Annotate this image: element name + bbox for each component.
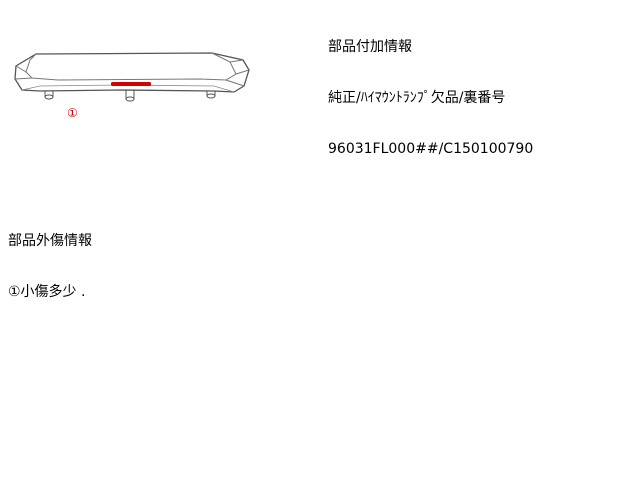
part-info-block: 部品付加情報 純正/ﾊｲﾏｳﾝﾄﾗﾝﾌﾟ欠品/裏番号 96031FL000##/…: [328, 5, 533, 175]
spoiler-illustration: [14, 52, 250, 102]
part-info-detail: 純正/ﾊｲﾏｳﾝﾄﾗﾝﾌﾟ欠品/裏番号: [328, 90, 506, 106]
part-number: 96031FL000##/C150100790: [328, 141, 534, 157]
damage-item-1: ①小傷多少 .: [8, 284, 86, 300]
damage-info-block: 部品外傷情報 ①小傷多少 .: [8, 199, 92, 318]
spoiler-body: [14, 52, 250, 93]
brake-light: [111, 82, 151, 86]
damage-info-heading: 部品外傷情報: [8, 233, 92, 249]
part-info-heading: 部品付加情報: [328, 39, 412, 55]
spoiler-diagram: ①: [0, 0, 260, 130]
damage-marker-label: ①: [67, 106, 78, 120]
